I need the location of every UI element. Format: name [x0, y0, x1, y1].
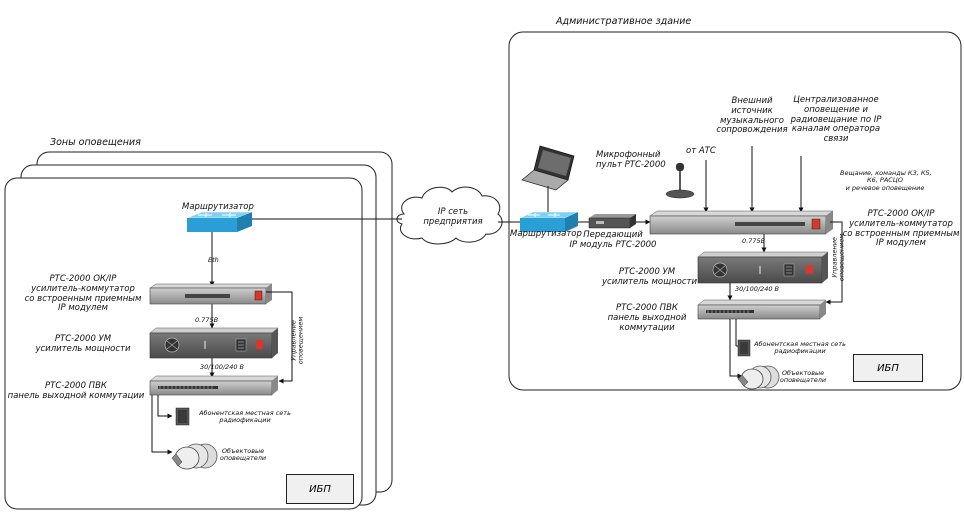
left-control-label: Управление оповещением	[289, 316, 305, 365]
left-router-label: Маршрутизатор	[182, 202, 254, 212]
right-ibp-box: ИБП	[853, 354, 923, 382]
left-0775-label: 0.775В	[195, 316, 219, 324]
zones-title: Зоны оповещения	[50, 137, 141, 148]
right-0775-label: 0.775В	[742, 237, 766, 245]
ip-network-cloud	[396, 186, 503, 245]
left-subscriber-label: Абонентская местная сеть радиофикации	[199, 409, 291, 425]
right-speakers-label: Объектовые оповещатели	[779, 369, 827, 385]
left-device-um	[149, 327, 279, 359]
left-ibp-box: ИБП	[286, 474, 354, 504]
left-eth-label: Eth	[208, 256, 219, 264]
microphone-label: Микрофонный пульт РТС-2000	[596, 150, 666, 170]
right-device2-label: РТС-2000 УМ усилитель мощности	[602, 267, 698, 287]
right-power-label: 30/100/240 В	[735, 285, 779, 293]
right-device3-label: РТС-2000 ПВК панель выходной коммутации	[607, 303, 687, 333]
right-subscriber-label: Абонентская местная сеть радиофикации	[754, 340, 846, 356]
left-device-okip	[149, 283, 273, 305]
right-device1-label: РТС-2000 ОК/IP усилитель-коммутатор со в…	[842, 209, 960, 249]
laptop-icon	[521, 145, 575, 191]
right-subscriber-device	[737, 339, 751, 357]
right-speakers	[737, 365, 780, 390]
right-device-pvk	[697, 299, 827, 320]
left-device3-label: РТС-2000 ПВК панель выходной коммутации	[7, 381, 145, 401]
cloud-label: IP сеть предприятия	[423, 207, 483, 227]
microphone-icon	[665, 163, 695, 199]
ats-label: от АТС	[686, 146, 716, 156]
left-device-pvk	[149, 375, 279, 396]
left-speakers-label: Объектовые оповещатели	[219, 447, 267, 463]
central-label: Централизованное оповещение и радиовещан…	[790, 95, 882, 145]
left-power-label: 30/100/240 В	[200, 363, 244, 371]
right-device-okip	[649, 210, 834, 235]
left-device1-label: РТС-2000 ОК/IP усилитель-коммутатор со в…	[24, 274, 142, 314]
right-router	[519, 211, 579, 232]
left-speakers	[171, 443, 218, 470]
left-device2-label: РТС-2000 УМ усилитель мощности	[35, 334, 131, 354]
music-label: Внешний источник музыкального сопровожде…	[716, 96, 788, 136]
admin-building-title: Административное здание	[556, 16, 692, 27]
left-router	[186, 211, 253, 232]
right-device-um	[697, 251, 829, 284]
transmitter-module	[588, 214, 636, 229]
right-control-label: Управление оповещением	[830, 233, 846, 282]
right-router-label: Маршрутизатор	[510, 229, 582, 239]
transmitter-label: Передающий IP модуль РТС-2000	[569, 230, 657, 250]
left-subscriber-device	[175, 407, 190, 426]
calls-label: Вещание, команды КЗ, К5, К6, РАСЦО и реч…	[840, 169, 932, 192]
